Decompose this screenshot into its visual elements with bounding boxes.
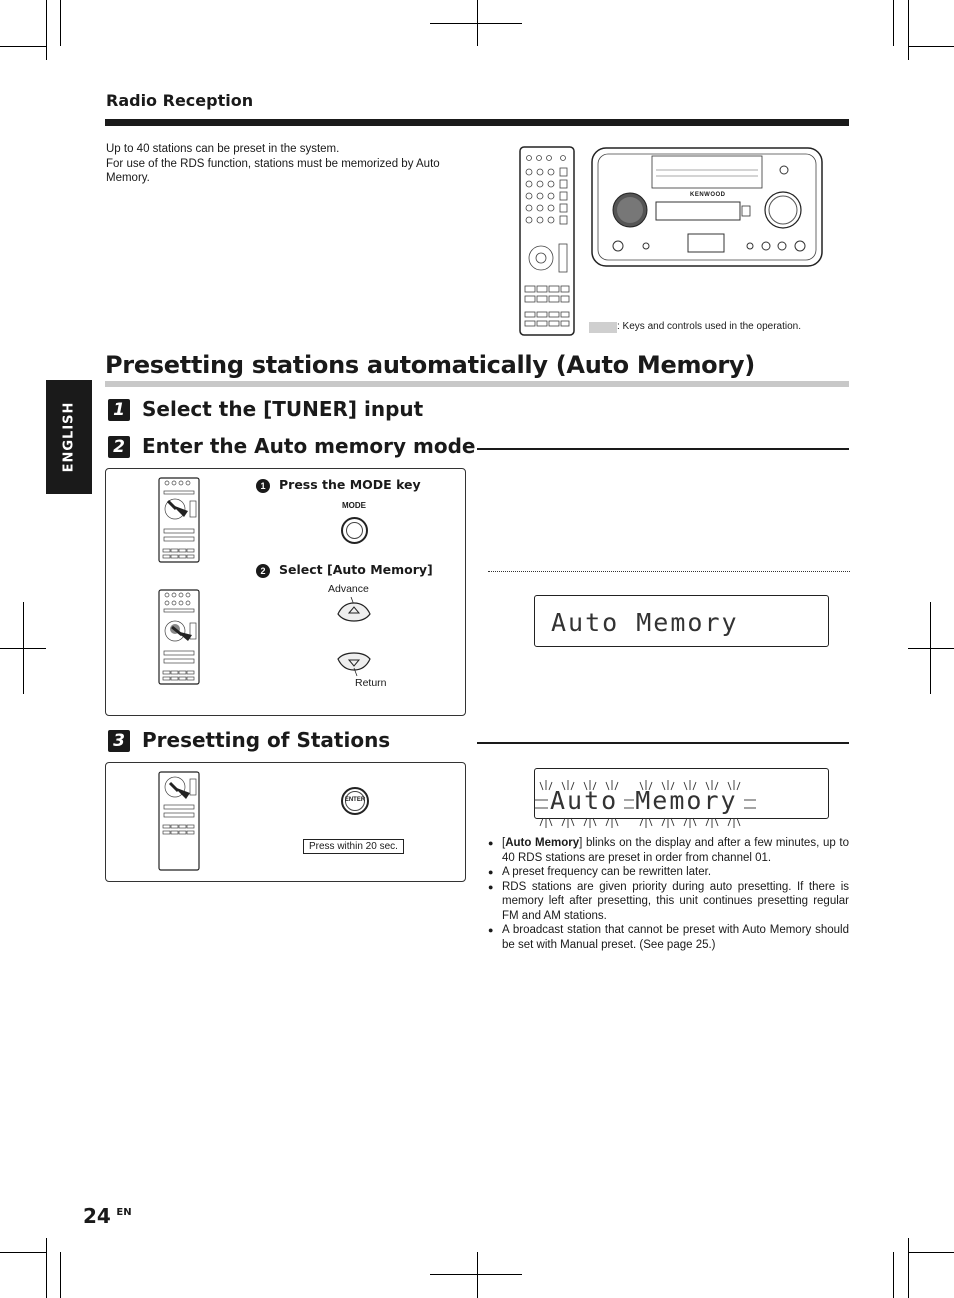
step-number: 2 [108, 436, 130, 458]
brand-logo: KENWOOD [690, 192, 726, 198]
crop-mark [46, 1238, 47, 1298]
mode-key-label: MODE [342, 501, 366, 510]
step-title: Presetting of Stations [142, 728, 391, 752]
return-button[interactable] [335, 651, 373, 677]
crop-mark [0, 1252, 46, 1253]
crop-mark [430, 23, 522, 24]
step-number: 3 [108, 730, 130, 752]
crop-mark [893, 1252, 894, 1298]
enter-button[interactable]: ENTER [341, 787, 369, 815]
intro-text: Up to 40 stations can be preset in the s… [106, 142, 468, 186]
note-item: A preset frequency can be rewritten late… [488, 865, 849, 880]
lcd-display-text: Auto Memory [551, 608, 739, 637]
crop-mark [477, 0, 478, 46]
note-item: A broadcast station that cannot be prese… [488, 923, 849, 952]
substep-label-prefix: Select [ [279, 562, 333, 577]
note-item: RDS stations are given priority during a… [488, 880, 849, 924]
note-text: A preset frequency can be rewritten late… [502, 866, 712, 878]
note-prefix: [ [502, 837, 506, 849]
keys-legend: : Keys and controls used in the operatio… [617, 321, 802, 332]
enter-key-label: ENTER [344, 797, 366, 803]
lcd-display-blinking-text: Auto Memory [550, 786, 738, 815]
crop-mark [477, 1252, 478, 1298]
crop-mark [23, 602, 24, 694]
lcd-display-blinking [534, 768, 829, 819]
remote-thumbnail [158, 771, 200, 871]
intro-line: Up to 40 stations can be preset in the s… [106, 143, 340, 155]
step-title: Enter the Auto memory mode [142, 434, 476, 458]
crop-mark [0, 46, 46, 47]
note-bold: Auto Memory [505, 837, 580, 849]
highlight-swatch [589, 322, 617, 333]
crop-mark [908, 46, 954, 47]
return-label: Return [355, 677, 387, 689]
substep-label: Press the MODE key [279, 477, 421, 492]
mode-button[interactable] [341, 517, 368, 544]
remote-thumbnail [158, 589, 200, 685]
advance-label: Advance [328, 583, 369, 595]
heading-rule [105, 381, 849, 387]
main-unit-illustration [590, 146, 824, 268]
crop-mark [430, 1274, 522, 1275]
remote-control-illustration [519, 146, 575, 336]
crop-mark [46, 0, 47, 60]
language-tab: ENGLISH [46, 380, 92, 494]
section-title: Radio Reception [106, 91, 254, 110]
page-lang: EN [116, 1207, 132, 1218]
crop-mark [930, 602, 931, 694]
crop-mark [908, 0, 909, 60]
crop-mark [893, 0, 894, 46]
crop-mark [908, 648, 954, 649]
substep-label-bold: Auto Memory [332, 562, 428, 577]
step2-box [105, 468, 466, 716]
press-within-note: Press within 20 sec. [303, 839, 404, 854]
section-rule [105, 119, 849, 126]
step-number: 1 [108, 399, 130, 421]
step-title: Select the [TUNER] input [142, 397, 424, 421]
step-rule [477, 742, 849, 744]
note-text: A broadcast station that cannot be prese… [502, 924, 849, 951]
notes-list: [Auto Memory] blinks on the display and … [488, 836, 849, 952]
step3-box [105, 762, 466, 882]
crop-mark [908, 1252, 954, 1253]
crop-mark [60, 1252, 61, 1298]
page-number: 24 EN [83, 1204, 132, 1228]
substep-number: 1 [256, 479, 270, 493]
note-item: [Auto Memory] blinks on the display and … [488, 836, 849, 865]
substep-label-suffix: ] [427, 562, 433, 577]
dotted-separator [488, 571, 850, 572]
advance-button[interactable] [335, 596, 373, 623]
crop-mark [60, 0, 61, 46]
intro-line: For use of the RDS function, stations mu… [106, 157, 440, 185]
lcd-display: Auto Memory [534, 595, 829, 647]
remote-thumbnail [158, 477, 200, 563]
main-heading: Presetting stations automatically (Auto … [105, 351, 755, 379]
language-tab-label: ENGLISH [61, 401, 77, 473]
note-text: RDS stations are given priority during a… [502, 880, 849, 922]
substep-label: Select [Auto Memory] [279, 562, 433, 577]
crop-mark [908, 1238, 909, 1298]
substep-number: 2 [256, 564, 270, 578]
blink-rays [534, 778, 764, 830]
page-number-value: 24 [83, 1204, 111, 1228]
step-rule [477, 448, 849, 450]
note-text: ] blinks on the display and after a few … [502, 837, 849, 864]
